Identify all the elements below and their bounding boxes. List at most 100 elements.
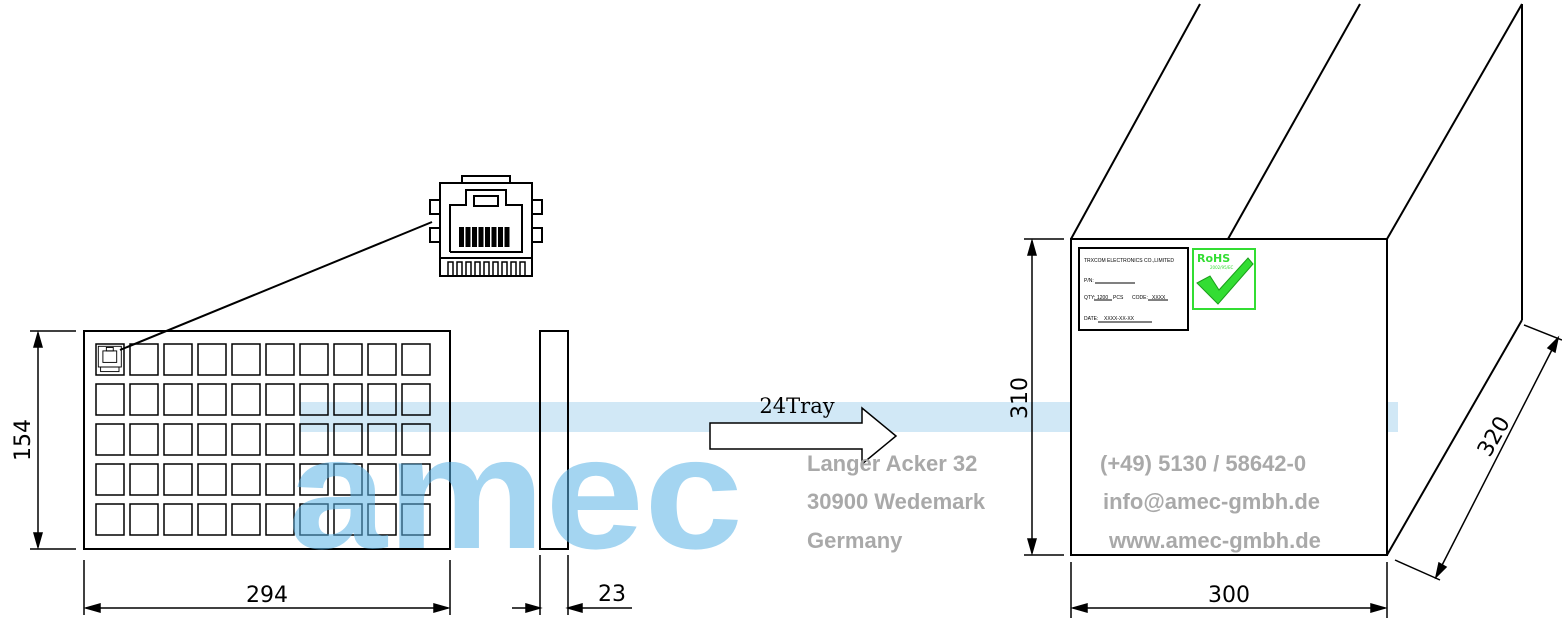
rohs-subtitle: 2002/95/EC [1210,265,1233,270]
label-date: DATE: [1084,316,1098,322]
tray-dimensions [30,330,451,615]
tray-cell [197,423,227,456]
tray-cell [129,463,159,496]
tray-cell [163,503,193,536]
label-code-value: XXXX [1152,295,1166,301]
tray-cell [265,383,295,416]
tray-cell [197,463,227,496]
tray-cell [231,343,261,376]
tray-cell [231,383,261,416]
connector-leg [474,261,481,277]
connector-leg [483,261,490,277]
label-date-value: XXXX-XX-XX [1104,316,1135,322]
contact-pin [478,227,484,247]
tray [83,221,451,550]
watermark-brand: amec [288,403,743,582]
tray-outline [83,330,451,550]
tray-cell [333,503,363,536]
tray-cell [401,463,431,496]
tray-width-label: 294 [246,583,288,608]
label-company: TRXCOM ELECTRONICS CO.,LIMITED [1084,258,1174,264]
tray-cell [129,423,159,456]
connector-leg [501,261,508,277]
tray-cell [367,343,397,376]
tray-cell [333,463,363,496]
tray-cell [231,423,261,456]
tray-cell [299,503,329,536]
tray-cell [401,503,431,536]
tray-cell [367,503,397,536]
tray-cell [333,343,363,376]
carton-dimensions [1024,238,1562,618]
watermark-phone: (+49) 5130 / 58642-0 [1100,451,1306,476]
arrow-label: 24Tray [759,394,834,418]
tray-cell [231,463,261,496]
arrow-shape [709,406,898,466]
label-qty: QTY: [1084,295,1095,301]
contact-pin [491,227,497,247]
callout-leader [119,221,433,351]
tray-cell [367,463,397,496]
tray-cell [265,343,295,376]
connector-leg [447,261,454,277]
tray-cell [299,343,329,376]
watermark-address-2: 30900 Wedemark [807,489,986,514]
tray-cell [367,383,397,416]
watermark-address-3: Germany [807,528,903,553]
connector-leg [510,261,517,277]
tray-cell [265,503,295,536]
contact-pin [504,227,510,247]
arrow: 24Tray [709,394,898,466]
contact-pin [498,227,503,247]
tray-cell [299,463,329,496]
tray-cell [163,423,193,456]
tray-cell [129,343,159,376]
label-qty-unit: PCS [1113,295,1124,301]
contact-pin [485,227,490,247]
tray-cell [197,503,227,536]
tray-cell [333,423,363,456]
tray-cell [401,423,431,456]
label-pn: P/N: [1084,278,1094,284]
carton-depth-label: 320 [1473,412,1516,461]
tray-cell [299,383,329,416]
side-thickness-label: 23 [598,582,626,607]
contact-pin [459,227,464,247]
tray-connector-mini [97,345,122,373]
tray-cell [265,463,295,496]
tray-cell [129,383,159,416]
check-icon [1196,257,1254,305]
contact-pin [465,227,471,247]
contact-pin [472,227,477,247]
tray-cell [299,423,329,456]
side-dimensions [512,555,632,615]
connector-legs [447,261,526,277]
tray-cell [95,503,125,536]
tray-height-label: 154 [11,419,36,461]
tray-cell [95,423,125,456]
connector-leg [465,261,472,277]
tray-cell [367,423,397,456]
watermark-address-1: Langer Acker 32 [807,451,977,476]
carton-height-label: 310 [1008,377,1033,419]
tray-cell [163,383,193,416]
tray-cell [163,343,193,376]
connector-contacts [459,227,510,247]
label-qty-value: 1200 [1097,295,1108,301]
tray-cells [95,343,431,536]
watermark-email: info@amec-gmbh.de [1103,489,1320,514]
rohs-badge: RoHS 2002/95/EC [1192,248,1256,310]
rj45-connector-detail [429,175,543,277]
rohs-title: RoHS [1197,252,1230,265]
tray-side-view [539,330,569,550]
tray-cell [95,463,125,496]
tray-cell [129,503,159,536]
tray-cell [95,343,125,376]
tray-cell [231,503,261,536]
tray-cell [333,383,363,416]
tray-cell [95,383,125,416]
connector-leg [456,261,463,277]
label-code: CODE: [1132,295,1148,301]
